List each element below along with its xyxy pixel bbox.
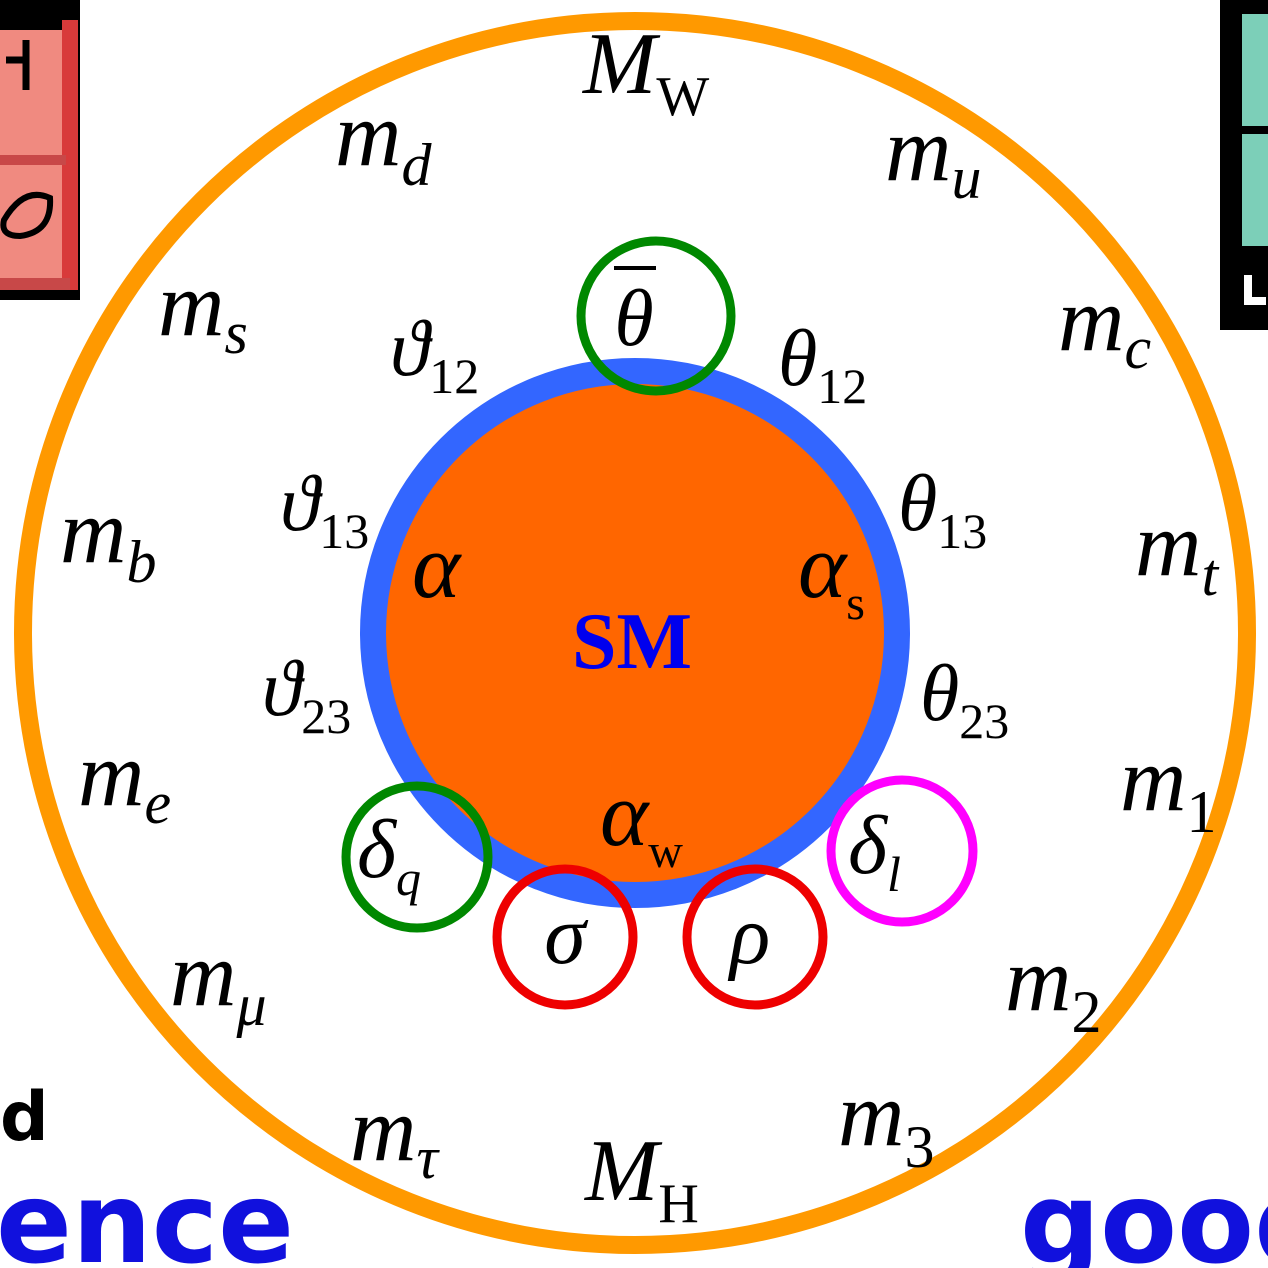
param-delta-l: δl — [848, 799, 901, 902]
param-rho: ρ — [727, 889, 770, 982]
param-sigma: σ — [544, 889, 589, 982]
param-vartheta-23: ϑ23 — [262, 645, 351, 744]
param-mass-t: mt — [1135, 493, 1219, 608]
param-theta-13: θ13 — [898, 460, 987, 559]
param-mass-tau: mτ — [350, 1078, 440, 1191]
fragment-left-word2: ence — [0, 1159, 294, 1268]
param-mass-3: m3 — [838, 1063, 934, 1180]
param-mass-e: me — [78, 723, 171, 836]
param-delta-q: δq — [357, 803, 421, 906]
sm-label: SM — [572, 598, 692, 686]
param-mass-b: mb — [60, 480, 156, 595]
param-alpha: α — [412, 515, 462, 617]
param-theta-12: θ12 — [778, 315, 867, 414]
param-mass-1: m1 — [1120, 728, 1216, 845]
param-mass-d: md — [335, 83, 432, 198]
param-vartheta-13: ϑ13 — [280, 460, 369, 559]
param-mass-2: m2 — [1005, 928, 1101, 1045]
param-mass-h: MH — [583, 1123, 699, 1235]
param-mass-s: ms — [158, 253, 248, 366]
param-theta-bar: θ — [614, 275, 653, 363]
param-vartheta-12: ϑ12 — [390, 305, 479, 404]
param-mass-w: MW — [581, 16, 709, 128]
teal-panel-logo — [1220, 0, 1268, 330]
param-mass-mu: mμ — [170, 923, 267, 1038]
fragment-right-word: good — [1020, 1159, 1268, 1268]
red-cube-logo — [0, 0, 80, 300]
fragment-left-word1: d — [0, 1078, 49, 1157]
param-theta-23: θ23 — [920, 650, 1009, 749]
